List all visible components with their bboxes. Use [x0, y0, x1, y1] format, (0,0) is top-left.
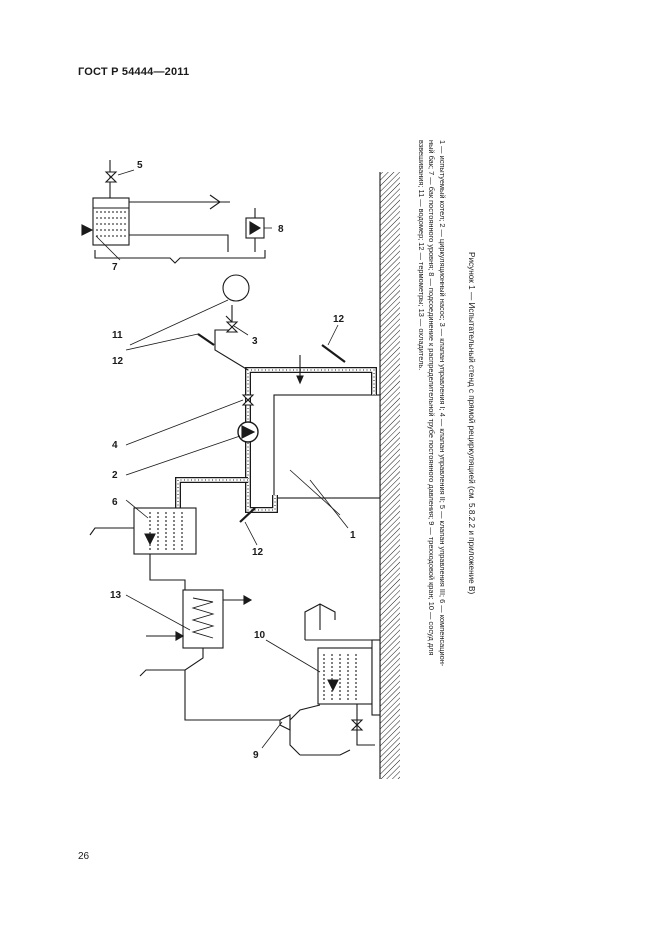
diagram-labels: 5 7 8 11 12 3 12 4 2 6 12 1 13 10 9 [110, 160, 356, 761]
control-valve-2 [241, 394, 255, 406]
label-pressure-connection: 8 [278, 224, 284, 235]
thermometer-top [321, 344, 346, 363]
standard-code-header: ГОСТ Р 54444—2011 [78, 66, 190, 78]
leader-lines [95, 169, 349, 749]
label-expansion-tank: 6 [112, 497, 118, 508]
expansion-tank [89, 507, 197, 590]
label-valve-1: 3 [252, 336, 258, 347]
flow-arrows [296, 355, 304, 385]
thermometer-middle [197, 333, 215, 346]
weighing-vessel [304, 603, 381, 746]
label-pump: 2 [112, 470, 118, 481]
figure-legend: 1 — испытуемый котел; 2 — циркуляционный… [416, 140, 447, 790]
water-meter [222, 274, 250, 302]
legend-line-1: 1 — испытуемый котел; 2 — циркуляционный… [438, 140, 447, 667]
pump [237, 421, 259, 443]
legend-line-2: ный бак; 7 — бак постоянного уровня; 8 —… [427, 140, 437, 656]
boiler [273, 394, 381, 516]
label-weighing-vessel: 10 [254, 630, 266, 641]
label-valve-2: 4 [112, 440, 118, 451]
figure-caption: Рисунок 1 — Испытательный стенд с прямой… [467, 252, 476, 595]
label-water-meter: 11 [112, 330, 123, 341]
label-valve-3: 5 [137, 160, 143, 171]
label-cooler: 13 [110, 590, 122, 601]
label-thermometer-top: 12 [333, 314, 345, 325]
constant-level-tank [81, 160, 230, 252]
label-thermometer-left: 12 [112, 356, 124, 367]
thermometer-bottom [239, 507, 256, 523]
three-way-valve [279, 704, 351, 756]
page-number: 26 [78, 851, 90, 862]
floor [379, 172, 400, 779]
label-three-way-valve: 9 [253, 750, 259, 761]
label-thermometer-bottom: 12 [252, 547, 264, 558]
cooler [139, 589, 280, 721]
label-boiler: 1 [350, 530, 356, 541]
legend-line-3: взвешивания; 11 — водомер; 12 — термомет… [417, 140, 426, 371]
meter-branch-pipe [214, 305, 249, 371]
label-constant-level-tank: 7 [112, 262, 118, 273]
